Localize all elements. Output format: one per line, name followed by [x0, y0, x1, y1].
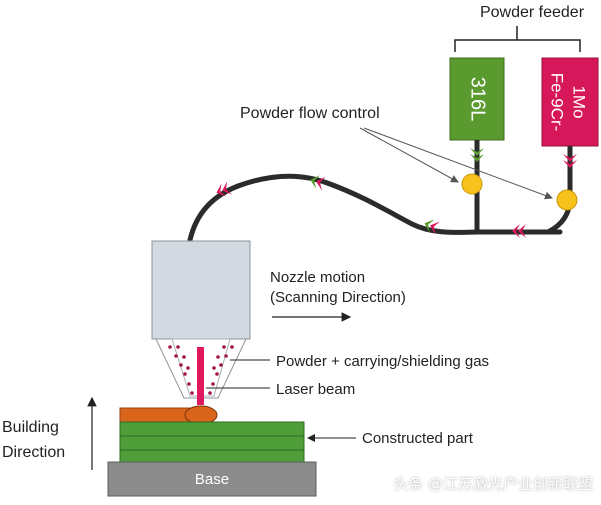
pointer-to-valve-316l — [359, 127, 459, 183]
constructed-part-label: Constructed part — [362, 430, 474, 447]
laser-beam-label: Laser beam — [276, 381, 355, 398]
constructed-part-layer-2 — [119, 435, 305, 451]
flow-arrow-bottom-right — [512, 224, 526, 238]
base-label: Base — [195, 471, 229, 488]
flow-arrow-fe9cr-top — [563, 154, 577, 168]
nozzle-motion-label-line2: (Scanning Direction) — [270, 289, 406, 306]
base-plate — [107, 461, 317, 497]
valve-316l — [461, 173, 483, 195]
powder-gas-label: Powder + carrying/shielding gas — [276, 353, 489, 370]
melt-pool — [184, 405, 218, 425]
constructed-part-layer-1 — [119, 421, 305, 437]
feeder-316l-label: 316L — [467, 77, 489, 122]
powder-particles — [168, 345, 234, 395]
nozzle-cone-inner — [171, 338, 231, 397]
powder-feeder-bracket — [454, 26, 581, 52]
tube-main — [187, 173, 563, 243]
pointer-to-valve-fe9cr — [363, 127, 553, 200]
building-direction-label-line1: Building — [2, 419, 59, 436]
laser-beam — [197, 347, 204, 405]
feeder-316l-box — [449, 57, 505, 141]
nozzle-body — [151, 240, 251, 340]
flow-arrow-bottom-mid — [424, 219, 441, 235]
flow-arrow-316l-top — [470, 148, 484, 162]
flow-arrow-top-left — [216, 181, 233, 197]
flow-arrow-top-mid — [310, 175, 326, 191]
feeder-fe9cr-label-line1: Fe-9Cr- — [548, 73, 567, 132]
constructed-part-layer-3 — [119, 449, 305, 463]
nozzle-motion-label-line1: Nozzle motion — [270, 269, 365, 286]
valve-fe9cr — [556, 189, 578, 211]
powder-flow-control-label: Powder flow control — [240, 105, 380, 122]
feeder-fe9cr-box — [541, 57, 599, 147]
tube-fe9cr — [546, 146, 573, 235]
building-direction-label-line2: Direction — [2, 444, 65, 461]
powder-feeder-label: Powder feeder — [480, 4, 585, 21]
watermark: 头条 @江苏激光产业创新联盟 — [393, 475, 593, 493]
feeder-fe9cr-label-line2: 1Mo — [570, 85, 589, 118]
